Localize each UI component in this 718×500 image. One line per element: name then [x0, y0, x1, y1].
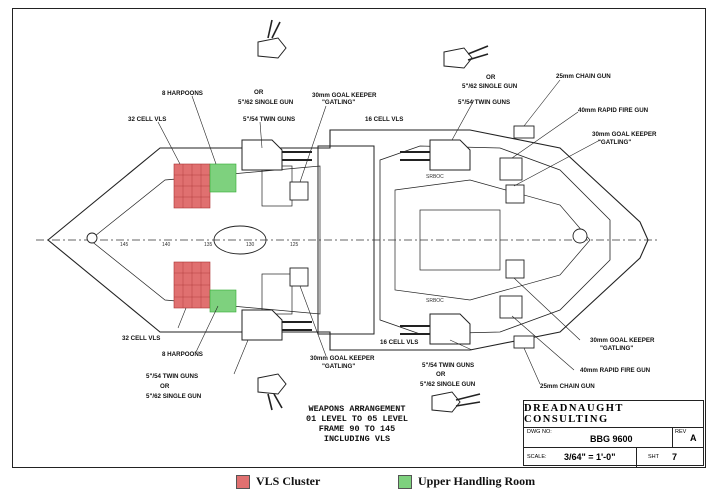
single-gun-inset-icon	[431, 391, 481, 413]
legend: VLS Cluster Upper Handling Room	[0, 474, 718, 494]
or-top-label: OR	[254, 89, 264, 96]
twin-gun-mount-icon	[400, 313, 471, 345]
vls-swatch	[236, 474, 250, 489]
labels: 8 HARPOONS 5"/54 TWIN GUNS OR 5"/62 SING…	[122, 73, 657, 400]
chain-gun-top-label: 25mm CHAIN GUN	[556, 73, 611, 80]
goal-keeper-right-top-label: 30mm GOAL KEEPER	[592, 131, 657, 138]
single-gun-bottom-label: 5"/62 SINGLE GUN	[146, 393, 202, 400]
handling-swatch	[398, 474, 412, 489]
divider	[636, 447, 637, 467]
srboc-top-label: SRBOC	[426, 174, 444, 180]
scale-caption: SCALE:	[527, 454, 547, 460]
or-bottom-label: OR	[160, 383, 170, 390]
gun-station-icons	[86, 125, 588, 349]
dwg-caption: DWG NO:	[527, 429, 552, 435]
twin-guns-right-bottom-label: 5"/54 TWIN GUNS	[422, 362, 474, 369]
goal-keeper-top-label: 30mm GOAL KEEPER	[312, 92, 377, 99]
handling-legend-label: Upper Handling Room	[418, 474, 536, 488]
twin-gun-mount-icon	[400, 139, 471, 171]
goal-keeper-bottom-label: 30mm GOAL KEEPER	[310, 355, 375, 362]
scale-value: 3/64" = 1'-0"	[564, 452, 616, 462]
sheet-value: 7	[672, 452, 678, 462]
twin-guns-bottom-label: 5"/54 TWIN GUNS	[146, 373, 198, 380]
title-line-1: WEAPONS ARRANGEMENT	[308, 404, 406, 414]
single-gun-right-bottom-label: 5"/62 SINGLE GUN	[420, 381, 476, 388]
dwg-number: BBG 9600	[590, 434, 633, 444]
vls-cluster-bottom	[173, 261, 211, 309]
leader-lines	[157, 79, 601, 385]
srboc-bottom-label: SRBOC	[426, 298, 444, 304]
gatling-right-top-label: "GATLING"	[598, 139, 631, 146]
handling-room-top	[209, 163, 237, 193]
harpoons-bottom-label: 8 HARPOONS	[162, 351, 203, 358]
frame-mark: 130	[246, 242, 255, 248]
vls-cluster-top	[173, 163, 211, 209]
gatling-bottom-label: "GATLING"	[322, 363, 355, 370]
vls-bottom-label: 32 CELL VLS	[122, 335, 160, 342]
twin-guns-right-top-label: 5"/54 TWIN GUNS	[458, 99, 510, 106]
vls-top-label: 32 CELL VLS	[128, 116, 166, 123]
legend-handling: Upper Handling Room	[398, 474, 535, 489]
rev-value: A	[690, 433, 697, 443]
single-gun-inset-icon	[443, 45, 489, 69]
weapons-arrangement-title: WEAPONS ARRANGEMENT 01 LEVEL TO 05 LEVEL…	[282, 404, 432, 444]
sheet-caption: SHT	[648, 454, 659, 460]
frame-mark: 140	[162, 242, 171, 248]
twin-gun-mount-icon	[241, 309, 312, 341]
twin-gun-mount-icon	[241, 139, 312, 171]
dwg-row: DWG NO: BBG 9600 REV A	[524, 427, 703, 448]
single-gun-inset-icon	[257, 19, 287, 59]
single-gun-right-top-label: 5"/62 SINGLE GUN	[462, 83, 518, 90]
title-line-4: INCLUDING VLS	[323, 434, 391, 444]
gatling-top-label: "GATLING"	[322, 99, 355, 106]
frame-marks: 145 140 135 130 125	[120, 242, 299, 248]
frame-mark: 125	[290, 242, 299, 248]
single-gun-top-label: 5"/62 SINGLE GUN	[238, 99, 294, 106]
drawing-title-block: DREADNAUGHT CONSULTING DWG NO: BBG 9600 …	[523, 400, 704, 467]
handling-room-bottom	[209, 289, 237, 313]
gatling-right-bottom-label: "GATLING"	[600, 345, 633, 352]
vls-center-bottom-label: 16 CELL VLS	[380, 339, 418, 346]
twin-guns-top-label: 5"/54 TWIN GUNS	[243, 116, 295, 123]
frame-mark: 135	[204, 242, 213, 248]
title-line-3: FRAME 90 TO 145	[318, 424, 396, 434]
divider	[672, 427, 673, 447]
legend-vls: VLS Cluster	[236, 474, 320, 489]
harpoons-top-label: 8 HARPOONS	[162, 90, 203, 97]
rapid-fire-bottom-label: 40mm RAPID FIRE GUN	[580, 367, 651, 374]
goal-keeper-right-bottom-label: 30mm GOAL KEEPER	[590, 337, 655, 344]
title-line-2: 01 LEVEL TO 05 LEVEL	[305, 414, 409, 424]
drawing-frame	[12, 8, 706, 468]
frame-mark: 145	[120, 242, 129, 248]
rapid-fire-top-label: 40mm RAPID FIRE GUN	[578, 107, 649, 114]
vls-legend-label: VLS Cluster	[256, 474, 321, 488]
or-right-bottom-label: OR	[436, 371, 446, 378]
company-name: DREADNAUGHT CONSULTING	[524, 401, 703, 428]
or-right-top-label: OR	[486, 74, 496, 81]
chain-gun-bottom-label: 25mm CHAIN GUN	[540, 383, 595, 390]
vls-center-top-label: 16 CELL VLS	[365, 116, 403, 123]
rev-caption: REV	[675, 429, 687, 435]
scale-row: SCALE: 3/64" = 1'-0" SHT 7	[524, 447, 703, 467]
single-gun-inset-icon	[257, 373, 287, 411]
